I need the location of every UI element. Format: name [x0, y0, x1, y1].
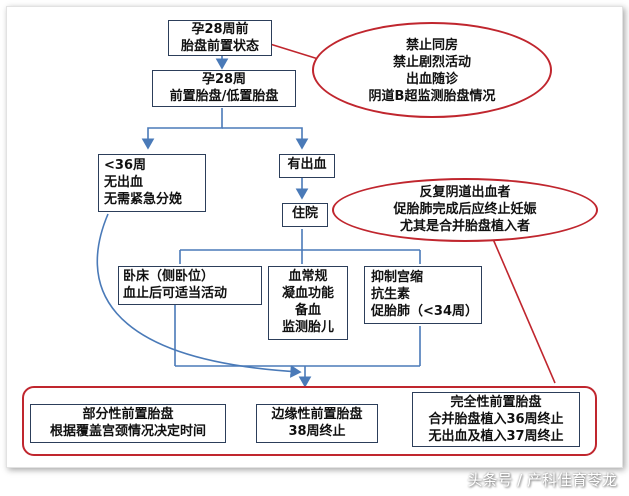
node-under-36-weeks: <36周 无出血 无需紧急分娩 [98, 154, 206, 212]
callout-line: 出血随诊 [405, 72, 458, 87]
node-line: 前置胎盘/低置胎盘 [169, 89, 279, 104]
node-line: 抑制宫缩 [371, 270, 424, 285]
callout-recurrent-bleeding: 反复阴道出血者 促胎肺完成后应终止妊娠 尤其是合并胎盘植入者 [332, 178, 598, 242]
node-line: 孕28周前 [191, 22, 249, 37]
node-line: 部分性前置胎盘 [82, 407, 174, 422]
node-line: 孕28周 [201, 72, 247, 87]
node-line: <36周 [104, 158, 146, 173]
callout-line: 禁止剧烈活动 [392, 55, 471, 70]
node-line: 卧床（侧卧位） [123, 269, 215, 284]
node-line: 促胎肺（<34周） [371, 304, 478, 319]
node-complete-previa: 完全性前置胎盘 合并胎盘植入36周终止 无出血及植入37周终止 [412, 392, 580, 447]
node-line: 胎盘前置状态 [180, 39, 259, 54]
node-line: 边缘性前置胎盘 [271, 407, 363, 422]
watermark: 头条号 / 产科佳育苓龙 [467, 471, 617, 489]
node-line: 无需紧急分娩 [104, 192, 183, 207]
callout-line: 促胎肺完成后应终止妊娠 [393, 202, 537, 217]
node-line: 合并胎盘植入36周终止 [428, 412, 564, 427]
node-bleeding: 有出血 [279, 154, 335, 178]
callout-line: 禁止同房 [405, 38, 458, 53]
callout-pointer-middle [489, 231, 556, 384]
node-line: 根据覆盖宫颈情况决定时间 [49, 424, 206, 439]
node-line: 住院 [291, 206, 318, 221]
node-marginal-previa: 边缘性前置胎盘 38周终止 [256, 404, 378, 443]
node-line: 有出血 [287, 157, 327, 172]
node-line: 血常规 [288, 269, 328, 284]
callout-line: 反复阴道出血者 [419, 185, 511, 200]
node-before-28-weeks: 孕28周前 胎盘前置状态 [168, 20, 272, 56]
node-bed-rest: 卧床（侧卧位） 血止后可适当活动 [118, 266, 262, 305]
curve-left-to-bottom [96, 213, 302, 378]
node-partial-previa: 部分性前置胎盘 根据覆盖宫颈情况决定时间 [30, 404, 226, 443]
node-blood-tests: 血常规 凝血功能 备血 监测胎儿 [268, 266, 348, 340]
node-line: 凝血功能 [281, 286, 334, 301]
node-inhibit-contractions: 抑制宫缩 抗生素 促胎肺（<34周） [364, 266, 482, 324]
outcomes-group [22, 386, 597, 456]
node-hospitalize: 住院 [282, 203, 328, 227]
node-28-weeks: 孕28周 前置胎盘/低置胎盘 [152, 70, 296, 107]
split-line [141, 108, 223, 150]
callout-precautions: 禁止同房 禁止剧烈活动 出血随诊 阴道B超监测胎盘情况 [312, 22, 552, 118]
node-line: 血止后可适当活动 [123, 286, 228, 301]
node-line: 无出血及植入37周终止 [428, 429, 564, 444]
node-line: 监测胎儿 [281, 320, 334, 335]
node-line: 完全性前置胎盘 [450, 395, 542, 410]
callout-line: 阴道B超监测胎盘情况 [368, 89, 496, 104]
node-line: 备血 [294, 303, 321, 318]
node-line: 38周终止 [288, 424, 346, 439]
node-line: 抗生素 [371, 287, 411, 302]
callout-line: 尤其是合并胎盘植入者 [399, 219, 530, 234]
split-line-right [222, 127, 309, 150]
node-line: 无出血 [104, 175, 144, 190]
